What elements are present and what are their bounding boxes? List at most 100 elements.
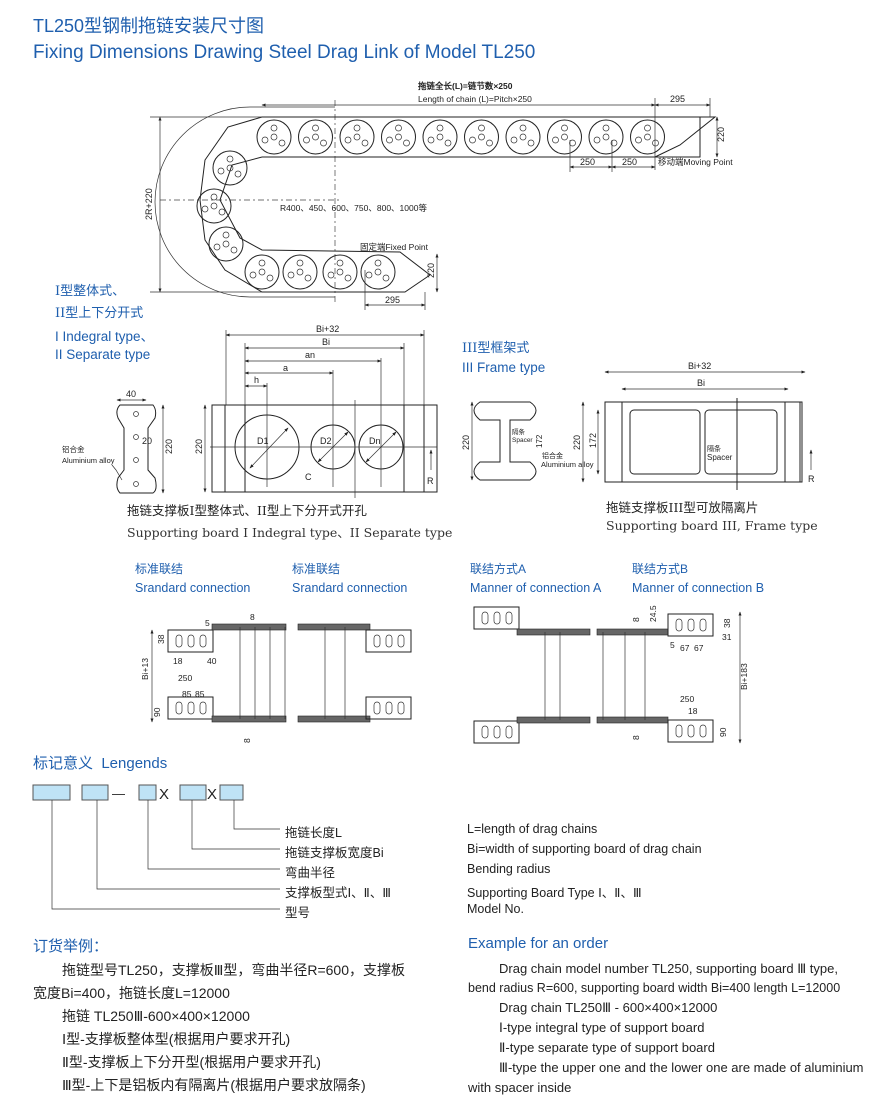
- dim-40-conn: 40: [207, 656, 217, 666]
- dim-18-b: 18: [688, 706, 698, 716]
- title-cn: TL250型钢制拖链安装尺寸图: [33, 16, 265, 36]
- code-box-length: [219, 784, 244, 801]
- chain-link-disc: [630, 119, 665, 155]
- type3-label-en: III Frame type: [462, 360, 546, 375]
- legend-code-diagram: — X X: [32, 784, 280, 910]
- dim-5-b: 5: [670, 640, 675, 650]
- dim-5: 5: [205, 618, 210, 628]
- drag-chain-side-view: 2R+220 拖链全长(L)=链节数×250 Length of chain (…: [144, 81, 733, 310]
- chain-link-strip: [211, 623, 287, 631]
- code-box-width: [179, 784, 207, 801]
- dim-8-top-b: 8: [631, 617, 641, 622]
- spacer2-en: Spacer: [707, 453, 733, 462]
- chain-link-disc: [322, 254, 358, 290]
- chain-link-disc: [212, 150, 248, 186]
- dim-r: R: [427, 476, 434, 486]
- chain-length-cn: 拖链全长(L)=链节数×250: [418, 81, 513, 91]
- type12-label-en-1: I Indegral type、: [55, 329, 155, 344]
- dim-85-b: 85: [195, 689, 205, 699]
- chain-link-strip: [596, 628, 669, 636]
- mounting-bracket: [365, 696, 412, 720]
- chain-link-disc: [422, 119, 458, 155]
- type12-caption-en: Supporting board I Indegral type、II Sepa…: [127, 525, 453, 540]
- dim-8-top: 8: [250, 612, 255, 622]
- dim-90: 90: [152, 707, 162, 717]
- dim-a: a: [283, 363, 288, 373]
- alloy-en-3: Aluminium alloy: [541, 460, 594, 469]
- type3-label-cn: III型框架式: [462, 341, 530, 356]
- order-en-line: bend radius R=600, supporting board widt…: [468, 981, 841, 995]
- dim-295-bottom: 295: [385, 295, 400, 305]
- dim-8-bottom: 8: [242, 738, 252, 743]
- legend-item-cn: 拖链支撑板宽度Bi: [285, 846, 384, 860]
- legend-item-cn: 支撑板型式Ⅰ、Ⅱ、Ⅲ: [285, 886, 391, 900]
- dim-67-a: 67: [680, 643, 690, 653]
- dim-172-side: 172: [535, 434, 544, 448]
- dim-38-b: 38: [722, 618, 732, 628]
- type12-caption-cn: 拖链支撑板I型整体式、II型上下分开式开孔: [127, 503, 367, 518]
- chain-link-disc: [588, 119, 624, 155]
- chain-link-disc: [208, 226, 244, 262]
- mounting-bracket: [473, 720, 520, 744]
- legend-item-cn: 型号: [285, 906, 311, 920]
- connection-dims-left: 5 8 38 18 40 Bi+13 250 85 85 90 8: [140, 612, 255, 743]
- order-cn-line: 拖链 TL250Ⅲ-600×400×12000: [62, 1008, 250, 1024]
- connection-drawings: [150, 606, 742, 744]
- chain-link-disc: [298, 119, 333, 155]
- dim-bi-3: Bi: [697, 378, 705, 388]
- chain-link-disc: [196, 188, 232, 224]
- type12-label-en-2: II Separate type: [55, 347, 151, 362]
- hole-d1: D1: [257, 436, 269, 446]
- mounting-bracket: [167, 629, 214, 653]
- legend-item-en: L=length of drag chains: [467, 822, 598, 836]
- dim-40: 40: [126, 389, 136, 399]
- order-en-line: with spacer inside: [468, 1080, 572, 1095]
- order-cn-title: 订货举例：: [33, 938, 109, 955]
- chain-link-disc: [339, 119, 375, 155]
- code-box-radius: [138, 784, 157, 801]
- order-cn-line: 宽度Bi=400，拖链长度L=12000: [33, 985, 230, 1001]
- chain-link-strip: [596, 716, 669, 724]
- mounting-bracket: [167, 696, 214, 720]
- mounting-bracket: [365, 629, 412, 653]
- fixed-point-label: 固定端Fixed Point: [360, 242, 429, 252]
- spacer2-cn: 隔条: [707, 444, 721, 453]
- order-en-line: Ⅰ-type integral type of support board: [499, 1020, 705, 1035]
- dim-bi: Bi: [322, 337, 330, 347]
- order-cn-line: Ⅰ型-支撑板整体型(根据用户要求开孔): [62, 1031, 291, 1047]
- conn-a-cn: 联结方式A: [470, 562, 527, 576]
- code-box-model: [32, 784, 71, 801]
- hole-dn: Dn: [369, 436, 381, 446]
- spacer-en: Spacer: [512, 437, 533, 444]
- dim-220-3: 220: [572, 435, 582, 450]
- dim-295-top: 295: [670, 94, 685, 104]
- dim-h: h: [254, 375, 259, 385]
- chain-length-en: Length of chain (L)=Pitch×250: [418, 94, 532, 104]
- legend-item-en: Bi=width of supporting board of drag cha…: [467, 842, 702, 856]
- chain-link-strip: [297, 623, 371, 631]
- connection-dims-right: 8 24.5 38 31 5 67 67 Bi+183 250 18 90 8: [631, 605, 749, 740]
- order-cn-line: 拖链型号TL250，支撑板Ⅲ型，弯曲半径R=600，支撑板: [62, 962, 405, 978]
- conn-2-en: Srandard connection: [292, 581, 408, 595]
- dim-67-b: 67: [694, 643, 704, 653]
- alloy-en: Aluminium alloy: [62, 456, 115, 465]
- hole-d2: D2: [320, 436, 332, 446]
- legend-item-en: Bending radius: [467, 862, 551, 876]
- dim-250-conn: 250: [178, 673, 192, 683]
- order-cn-line: Ⅱ型-支撑板上下分开型(根据用户要求开孔): [62, 1054, 321, 1070]
- alloy-cn: 铝合金: [62, 444, 85, 454]
- dim-an: an: [305, 350, 315, 360]
- order-en-line: Ⅲ-type the upper one and the lower one a…: [499, 1060, 864, 1075]
- dim-220-right: 220: [716, 127, 726, 142]
- dim-bi13: Bi+13: [140, 658, 150, 680]
- alloy-cn-3: 铝合金: [542, 451, 563, 460]
- conn-2-cn: 标准联结: [292, 562, 341, 576]
- chain-link-strip: [297, 715, 371, 723]
- dim-24-5: 24.5: [648, 605, 658, 622]
- dim-220: 220: [194, 439, 204, 454]
- code-dash: —: [112, 786, 125, 801]
- dim-85-a: 85: [182, 689, 192, 699]
- type-1-2-drawing: 40 20 220 铝合金 Aluminium alloy D1 D2 Dn C…: [62, 324, 438, 498]
- conn-a-en: Manner of connection A: [470, 581, 602, 595]
- dim-bi32: Bi+32: [316, 324, 339, 334]
